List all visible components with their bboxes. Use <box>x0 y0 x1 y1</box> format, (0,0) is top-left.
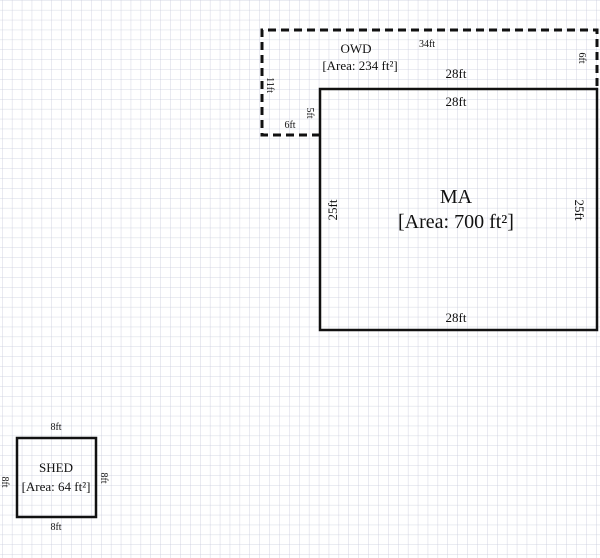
shed-top-dim: 8ft <box>50 422 61 433</box>
ma-name: MA <box>440 186 473 208</box>
shed-left-dim: 8ft <box>0 476 10 487</box>
owd-outline[interactable] <box>260 28 599 137</box>
area-ma[interactable]: MA [Area: 700 ft²] 28ft 25ft 25ft 28ft <box>318 87 599 332</box>
ma-outline[interactable] <box>318 87 599 332</box>
ma-right-dim: 25ft <box>572 200 587 221</box>
ma-top-dim: 28ft <box>446 94 467 109</box>
shed-bottom-dim: 8ft <box>50 522 61 533</box>
owd-left-dim: 11ft <box>264 77 275 93</box>
area-owd[interactable]: OWD [Area: 234 ft²] 34ft 6ft 11ft 5ft 6f… <box>260 28 599 137</box>
shed-name: SHED <box>39 460 73 475</box>
shed-right-dim: 8ft <box>98 472 109 483</box>
area-shed[interactable]: SHED [Area: 64 ft²] 8ft 8ft 8ft 8ft <box>0 422 109 533</box>
ma-area: [Area: 700 ft²] <box>398 211 514 233</box>
owd-name: OWD <box>340 41 371 56</box>
owd-bottom-dim: 28ft <box>446 66 467 81</box>
ma-bottom-dim: 28ft <box>446 310 467 325</box>
shed-outline[interactable] <box>15 436 98 519</box>
shed-area: [Area: 64 ft²] <box>22 479 91 494</box>
owd-area: [Area: 234 ft²] <box>322 58 397 73</box>
owd-right-dim: 6ft <box>576 52 587 63</box>
owd-inner-vertical-dim: 5ft <box>304 107 315 118</box>
ma-left-dim: 25ft <box>325 199 340 220</box>
owd-inner-horizontal-dim: 6ft <box>284 120 295 131</box>
owd-top-dim: 34ft <box>419 39 435 50</box>
